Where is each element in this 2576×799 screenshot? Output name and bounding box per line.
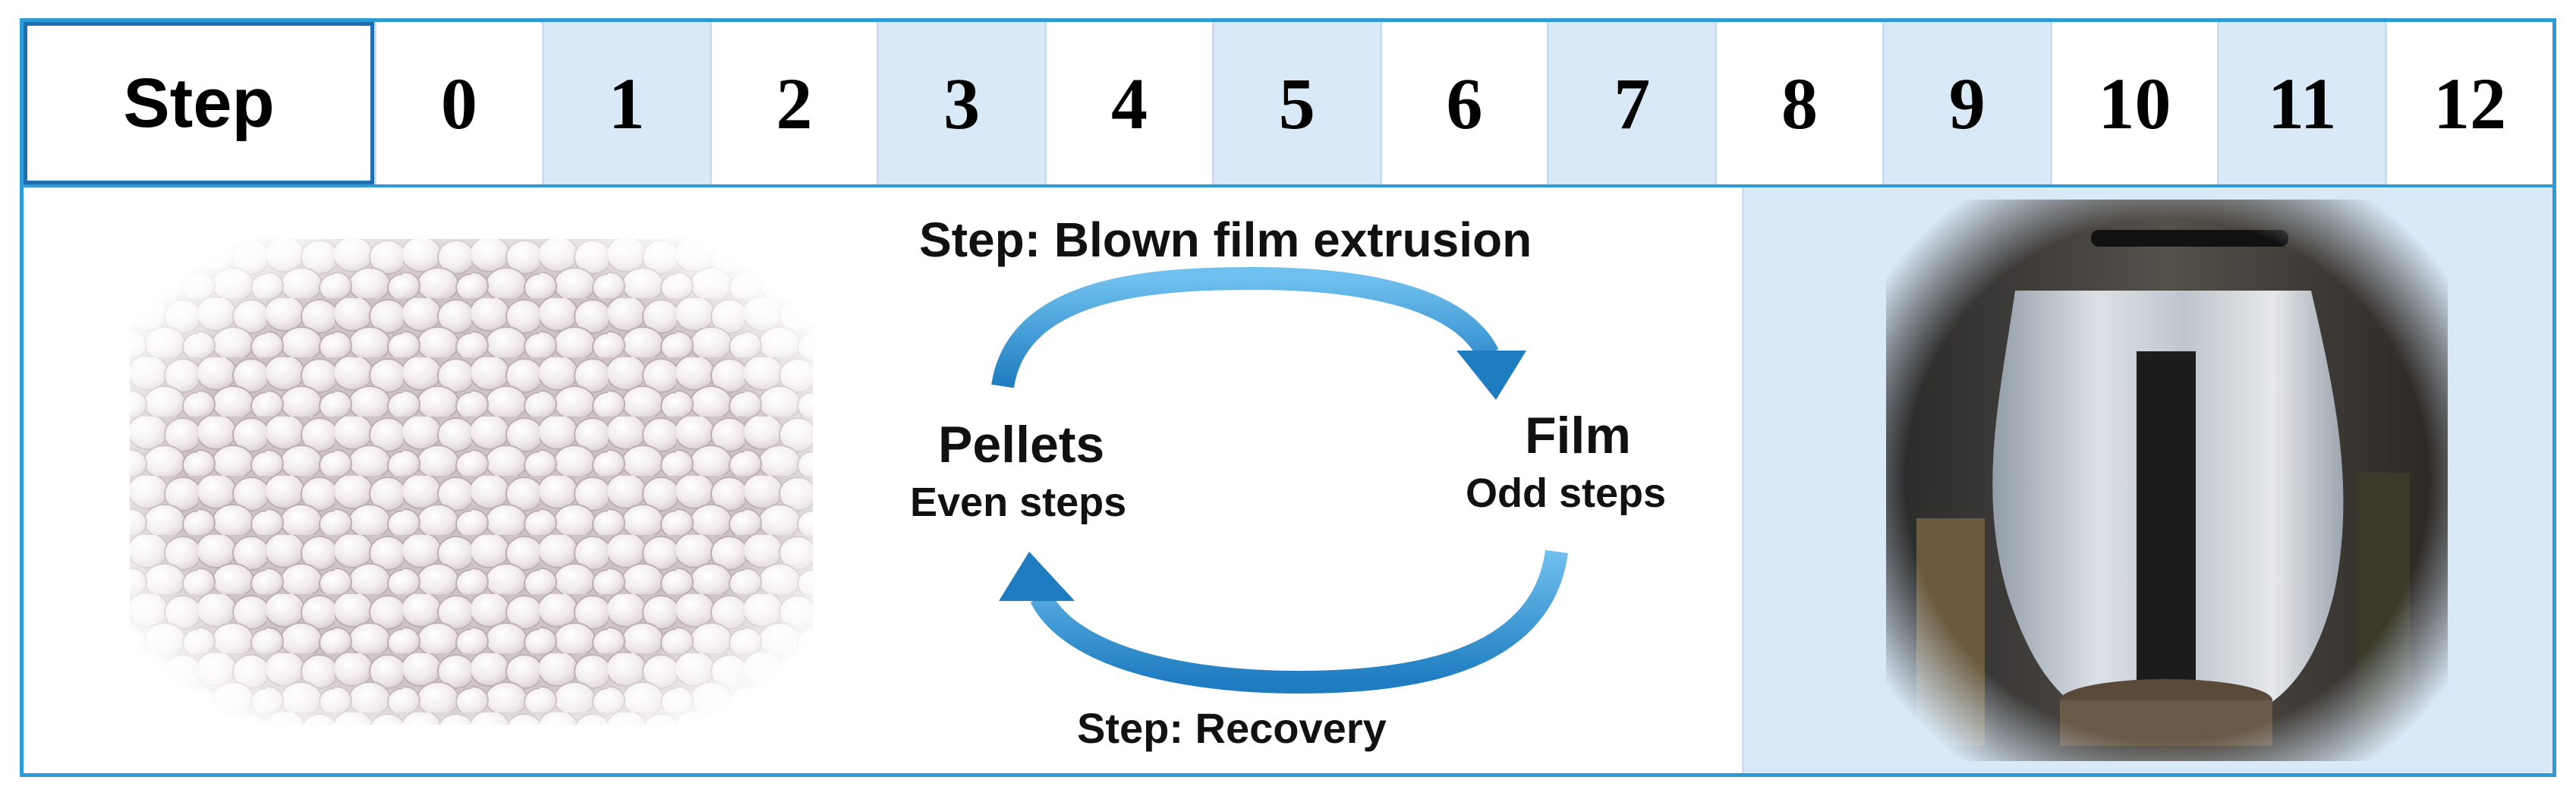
step-cell-3: 3 — [877, 22, 1045, 184]
process-content: Step: Blown film extrusion Pellets Even … — [24, 187, 2552, 773]
pellets-label: Pellets — [938, 416, 1105, 473]
step-cell-6: 6 — [1379, 22, 1548, 184]
bottom-arrow — [999, 549, 1568, 694]
step-cell-11: 11 — [2217, 22, 2385, 184]
cycle-diagram — [991, 266, 1568, 694]
blown-film-photo — [1886, 200, 2448, 761]
step-row: Step 0 1 2 3 4 5 6 7 8 9 10 11 12 — [24, 22, 2552, 187]
even-steps-label: Even steps — [910, 480, 1127, 525]
odd-steps-label: Odd steps — [1466, 470, 1667, 516]
extrusion-step-label: Step: Blown film extrusion — [919, 212, 1532, 267]
step-cell-7: 7 — [1547, 22, 1715, 184]
step-cell-8: 8 — [1715, 22, 1882, 184]
step-cell-0: 0 — [374, 22, 542, 184]
step-cell-9: 9 — [1882, 22, 2050, 184]
pellets-photo — [130, 239, 813, 725]
step-cell-1: 1 — [541, 22, 710, 184]
step-cell-2: 2 — [709, 22, 877, 184]
film-label: Film — [1525, 407, 1631, 464]
step-cell-10: 10 — [2049, 22, 2218, 184]
step-cell-5: 5 — [1211, 22, 1380, 184]
top-arrow — [991, 266, 1526, 400]
step-cell-4: 4 — [1044, 22, 1212, 184]
diagram-frame: Step 0 1 2 3 4 5 6 7 8 9 10 11 12 — [20, 18, 2556, 777]
recovery-step-label: Step: Recovery — [1077, 704, 1387, 752]
step-cell-12: 12 — [2385, 22, 2552, 184]
step-header: Step — [24, 22, 374, 184]
